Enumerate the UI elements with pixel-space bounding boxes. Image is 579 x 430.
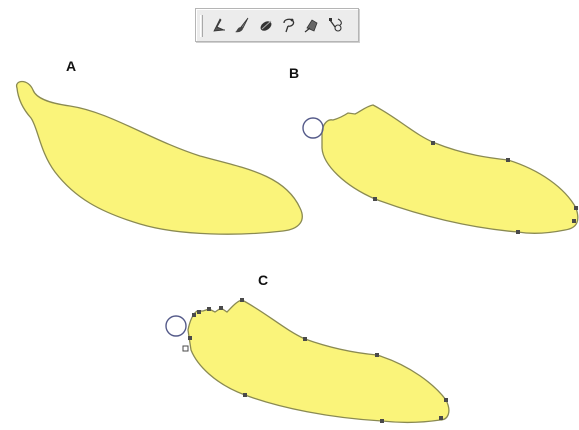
path-node[interactable] bbox=[431, 141, 435, 145]
path-node[interactable] bbox=[373, 197, 377, 201]
path-node[interactable] bbox=[506, 158, 510, 162]
path-node[interactable] bbox=[439, 416, 443, 420]
path-node[interactable] bbox=[243, 393, 247, 397]
path-node[interactable] bbox=[192, 313, 196, 317]
path-node[interactable] bbox=[444, 398, 448, 402]
path-node[interactable] bbox=[240, 298, 244, 302]
path-node[interactable] bbox=[574, 206, 578, 210]
brush-cursor-icon bbox=[303, 118, 323, 138]
path-node[interactable] bbox=[219, 306, 223, 310]
shape-b[interactable] bbox=[322, 105, 578, 233]
shape-a[interactable] bbox=[17, 82, 303, 235]
path-node[interactable] bbox=[516, 230, 520, 234]
brush-cursor-icon bbox=[166, 316, 186, 336]
path-node[interactable] bbox=[197, 310, 201, 314]
control-handle[interactable] bbox=[183, 346, 188, 351]
path-node[interactable] bbox=[207, 307, 211, 311]
path-node[interactable] bbox=[303, 337, 307, 341]
path-node[interactable] bbox=[380, 419, 384, 423]
path-node[interactable] bbox=[375, 353, 379, 357]
shape-c[interactable] bbox=[188, 300, 449, 422]
path-node[interactable] bbox=[188, 336, 192, 340]
path-node[interactable] bbox=[572, 219, 576, 223]
